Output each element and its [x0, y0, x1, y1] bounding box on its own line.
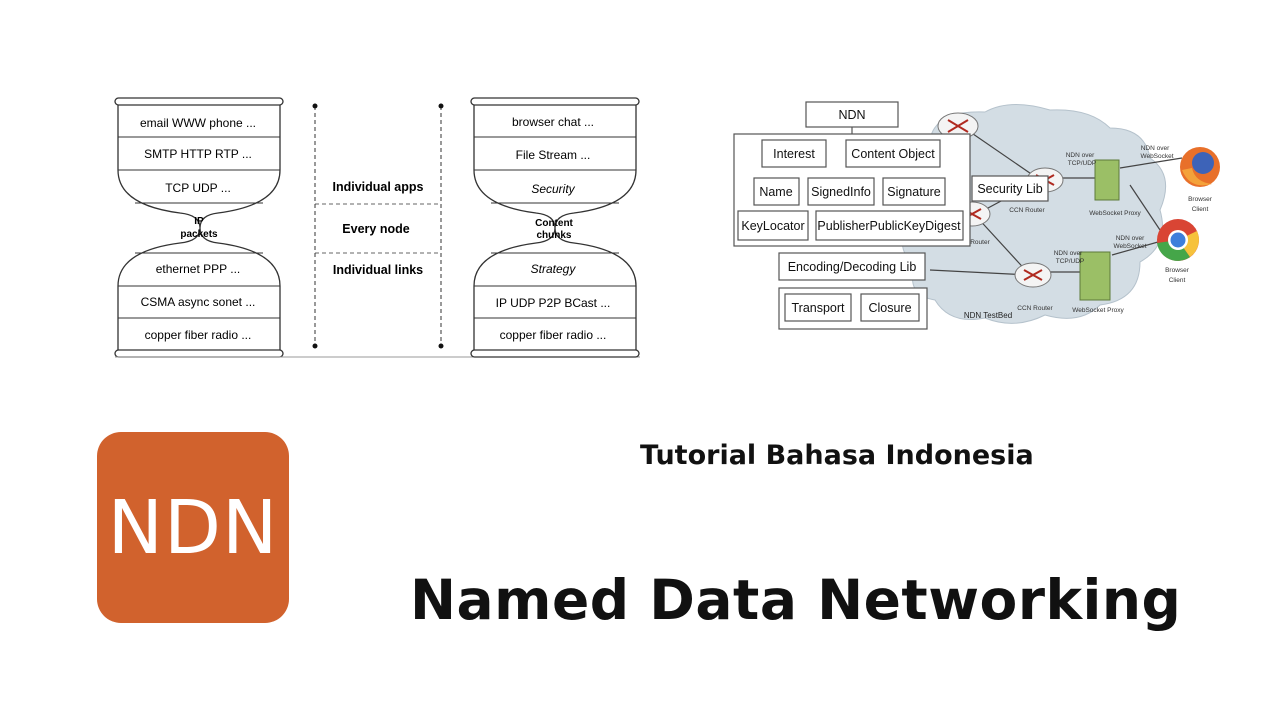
- firefox-icon: [1180, 147, 1220, 187]
- box-transport: Transport: [791, 301, 845, 315]
- label-router-2: Router: [970, 239, 990, 246]
- box-name: Name: [759, 185, 792, 199]
- label-browser-1: Browser: [1188, 196, 1213, 203]
- ndn-logo-text: NDN: [107, 484, 279, 571]
- label-websocket-1: WebSocket: [1140, 153, 1173, 160]
- layer-ip: IP: [194, 216, 204, 227]
- label-ccn-router-1: CCN Router: [1009, 207, 1045, 214]
- box-content-object: Content Object: [851, 147, 935, 161]
- layer-security: Security: [531, 182, 575, 196]
- ip-hourglass: email WWW phone ... SMTP HTTP RTP ... TC…: [114, 97, 284, 358]
- layer-transport-app: SMTP HTTP RTP ...: [144, 147, 252, 161]
- layer-chunks: chunks: [536, 230, 571, 241]
- page-title: Named Data Networking: [410, 568, 1182, 632]
- box-security-lib: Security Lib: [977, 182, 1042, 196]
- box-signed-info: SignedInfo: [811, 185, 871, 199]
- label-ndn-testbed: NDN TestBed: [964, 311, 1012, 320]
- layer-transport: TCP UDP ...: [165, 181, 231, 195]
- chrome-icon: [1157, 219, 1199, 261]
- layer-physical: copper fiber radio ...: [145, 328, 252, 342]
- label-ndn-over-ws-1: NDN over: [1141, 145, 1170, 152]
- layer-ip-udp: IP UDP P2P BCast ...: [496, 296, 611, 310]
- layer-physical-right: copper fiber radio ...: [500, 328, 607, 342]
- box-interest: Interest: [773, 147, 815, 161]
- label-client-1: Client: [1192, 206, 1209, 213]
- box-publisher-digest: PublisherPublicKeyDigest: [817, 219, 961, 233]
- label-tcp-udp-2: TCP/UDP: [1056, 258, 1085, 265]
- label-ws-proxy-1: WebSocket Proxy: [1089, 210, 1141, 217]
- box-encoding-lib: Encoding/Decoding Lib: [788, 260, 917, 274]
- label-client-2: Client: [1169, 277, 1186, 284]
- label-every-node: Every node: [342, 222, 409, 236]
- layer-mac: CSMA async sonet ...: [141, 295, 256, 309]
- box-key-locator: KeyLocator: [741, 219, 804, 233]
- ndn-hourglass: browser chat ... File Stream ... Securit…: [470, 97, 640, 358]
- subtitle: Tutorial Bahasa Indonesia: [640, 440, 1034, 471]
- label-ws-proxy-2: WebSocket Proxy: [1072, 307, 1124, 314]
- label-ccn-router-3: CCN Router: [1017, 305, 1053, 312]
- label-ndn-over-2: NDN over: [1054, 250, 1083, 257]
- diagram-area: email WWW phone ... SMTP HTTP RTP ... TC…: [114, 97, 1220, 358]
- layer-link: ethernet PPP ...: [156, 262, 241, 276]
- server-icon: [1079, 159, 1120, 301]
- label-individual-apps: Individual apps: [333, 180, 424, 194]
- label-ndn-over-ws-2: NDN over: [1116, 235, 1145, 242]
- label-tcp-udp-1: TCP/UDP: [1068, 160, 1097, 167]
- box-closure: Closure: [868, 301, 911, 315]
- ndn-logo: NDN: [97, 432, 289, 623]
- box-signature: Signature: [887, 185, 941, 199]
- layer-file-stream: File Stream ...: [516, 148, 591, 162]
- box-ndn: NDN: [838, 108, 865, 122]
- layer-browser: browser chat ...: [512, 115, 594, 129]
- layer-app: email WWW phone ...: [140, 116, 256, 130]
- layer-strategy: Strategy: [531, 262, 577, 276]
- layer-ip-packets: packets: [180, 229, 218, 240]
- label-browser-2: Browser: [1165, 267, 1190, 274]
- label-ndn-over-1: NDN over: [1066, 152, 1095, 159]
- label-websocket-2: WebSocket: [1113, 243, 1146, 250]
- layer-content: Content: [535, 218, 573, 229]
- label-individual-links: Individual links: [333, 263, 423, 277]
- middle-labels: Individual apps Every node Individual li…: [115, 103, 640, 358]
- ndn-architecture: CCN Router Router CCN Router NDN over TC…: [733, 101, 1220, 330]
